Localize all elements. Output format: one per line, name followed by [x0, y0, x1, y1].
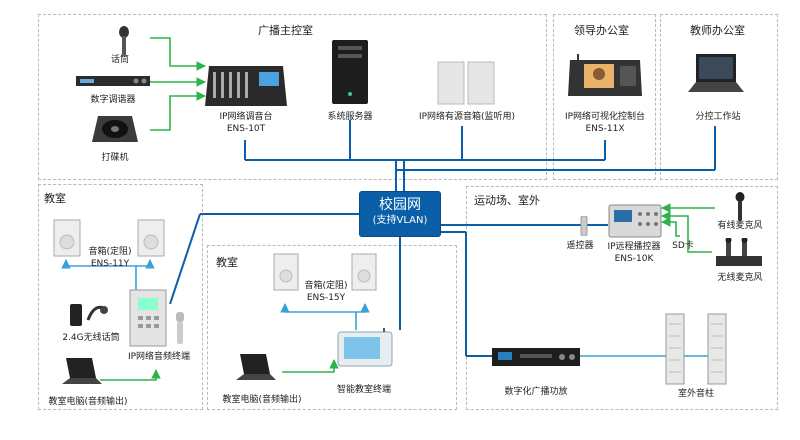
- label-ip-terminal: IP网络音频终端: [127, 352, 191, 362]
- server-tower-icon: [332, 40, 368, 104]
- label-dj: 打碟机: [101, 153, 129, 163]
- video-console-icon: [568, 54, 642, 96]
- zone-teacher-office: [660, 14, 778, 180]
- ip-mixer-name: IP网络调音台: [219, 112, 273, 122]
- hub-subtitle: (支持VLAN): [372, 215, 428, 226]
- label-pc-a: 教室电脑(音频输出): [48, 397, 128, 407]
- zone-control-room: [38, 14, 547, 180]
- label-pc-b: 教室电脑(音频输出): [222, 395, 302, 405]
- column-speaker-left-icon: [665, 313, 685, 385]
- wall-speaker-right-icon: [137, 219, 165, 257]
- label-workstation: 分控工作站: [695, 112, 741, 122]
- zone-label-outdoor: 运动场、室外: [474, 194, 540, 207]
- label-video-console: IP网络可视化控制台 ENS-11X: [552, 111, 658, 135]
- label-speakers-b: 音箱(定阻) ENS-15Y: [298, 280, 354, 304]
- campus-network-hub[interactable]: 校园网 (支持VLAN): [360, 192, 440, 236]
- microphone-icon: [119, 26, 129, 55]
- speakers-a-model: ENS-11Y: [90, 259, 130, 269]
- remote-controller-model: ENS-10K: [614, 254, 654, 264]
- label-active-speaker: IP网络有源音箱(监听用): [418, 112, 516, 122]
- label-wired-mic: 有线麦克风: [717, 221, 763, 231]
- wired-mic-icon: [735, 192, 745, 221]
- wall-speaker-b-right-icon: [351, 253, 377, 291]
- label-ip-mixer: IP网络调音台 ENS-10T: [206, 111, 286, 135]
- classroom-laptop-b-icon: [236, 354, 276, 380]
- label-sd-card: SD卡: [672, 241, 694, 251]
- label-server: 系统服务器: [327, 112, 373, 122]
- label-wireless-mic-out: 无线麦克风: [717, 273, 763, 283]
- label-wireless-mic: 2.4G无线话筒: [62, 333, 120, 343]
- broadcast-amplifier-icon: [492, 348, 580, 366]
- label-tuner: 数字调谐器: [90, 95, 136, 105]
- label-mic: 话筒: [110, 55, 129, 65]
- video-console-name: IP网络可视化控制台: [564, 112, 646, 122]
- dj-turntable-icon: [92, 116, 138, 142]
- label-smart-terminal: 智能教室终端: [336, 385, 391, 395]
- wireless-headset-icon: [70, 304, 108, 326]
- zone-leader-office: [553, 14, 656, 180]
- laptop-icon: [688, 54, 744, 92]
- ip-mixer-icon: [205, 66, 287, 106]
- wall-speaker-b-left-icon: [273, 253, 299, 291]
- hub-title: 校园网: [379, 197, 421, 213]
- label-remote-controller: IP远程播控器 ENS-10K: [596, 241, 672, 265]
- ip-mixer-model: ENS-10T: [226, 124, 266, 134]
- zone-label-teacher-office: 教师办公室: [690, 24, 745, 37]
- classroom-laptop-a-icon: [62, 358, 102, 384]
- label-speakers-a: 音箱(定阻) ENS-11Y: [82, 246, 138, 270]
- wall-speaker-left-icon: [53, 219, 81, 257]
- video-console-model: ENS-11X: [585, 124, 625, 134]
- active-speaker-pair-icon: [437, 61, 495, 105]
- zone-classroom-a: [38, 184, 203, 410]
- ip-terminal-icon: [129, 289, 167, 347]
- speakers-a-name: 音箱(定阻): [88, 247, 132, 257]
- network-links: [169, 120, 716, 357]
- tuner-rack-icon: [76, 76, 150, 86]
- remote-controller-icon: [608, 204, 662, 238]
- wireless-mic-receiver-icon: [716, 238, 762, 266]
- zone-classroom-b: [207, 245, 457, 410]
- zone-label-classroom-a: 教室: [44, 192, 66, 205]
- label-amplifier: 数字化广播功放: [504, 387, 568, 397]
- label-remote: 遥控器: [566, 241, 594, 251]
- zone-label-control-room: 广播主控室: [258, 24, 313, 37]
- smart-terminal-icon: [337, 328, 393, 367]
- zone-label-classroom-b: 教室: [216, 256, 238, 269]
- speakers-b-model: ENS-15Y: [306, 293, 346, 303]
- label-column-speaker: 室外音柱: [677, 389, 714, 399]
- remote-controller-name: IP远程播控器: [607, 242, 661, 252]
- speakers-b-name: 音箱(定阻): [304, 281, 348, 291]
- column-speaker-right-icon: [707, 313, 727, 385]
- zone-label-leader-office: 领导办公室: [574, 24, 629, 37]
- handheld-mic-icon: [176, 312, 184, 344]
- remote-control-icon: [580, 216, 588, 236]
